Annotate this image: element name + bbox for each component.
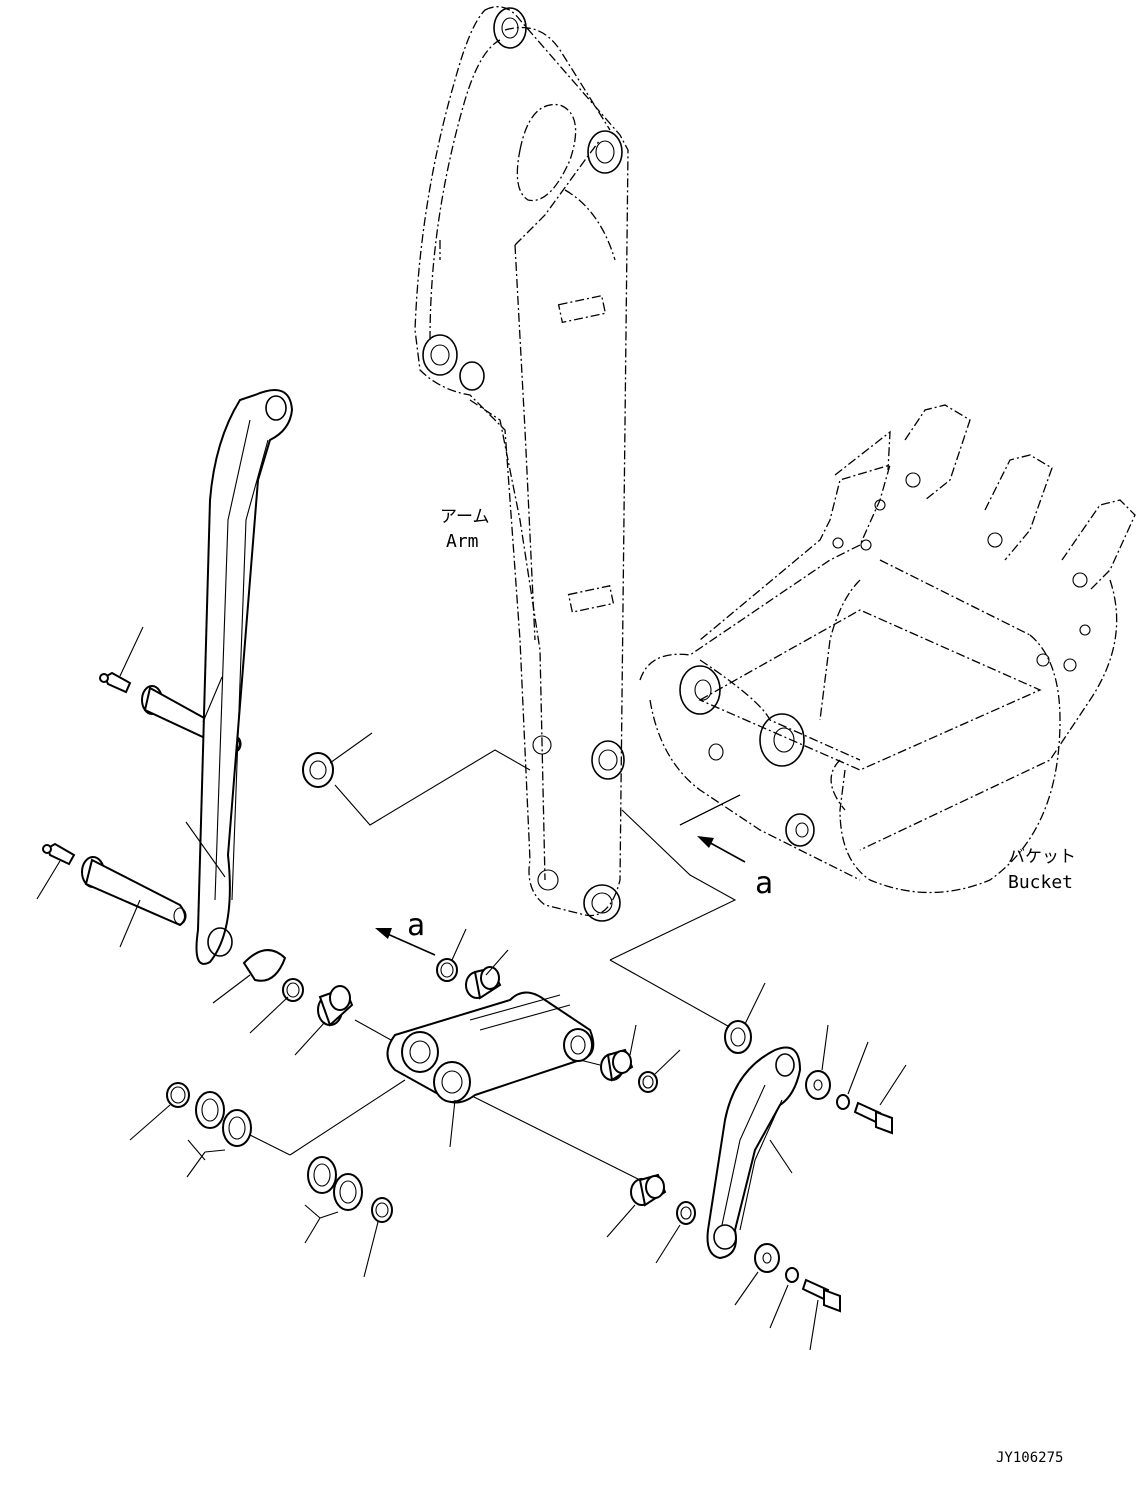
bucket-label-en: Bucket	[1008, 872, 1073, 893]
seal-ring-left	[282, 978, 304, 1002]
ring-left-a	[166, 1082, 190, 1108]
ring-left-b	[371, 1197, 393, 1223]
shim-upper	[302, 752, 334, 788]
pin-lower	[81, 856, 187, 927]
bushing-left	[317, 985, 354, 1027]
view-label-left: a	[407, 908, 425, 943]
washer-lower	[754, 1243, 780, 1273]
view-label-right: a	[755, 866, 773, 901]
link-left	[195, 389, 294, 965]
shim-left-c	[307, 1156, 337, 1194]
seal-ring-upper	[436, 958, 458, 982]
grease-fitting-upper	[99, 671, 132, 694]
bushing-right	[600, 1048, 634, 1082]
small-parts	[166, 752, 893, 1313]
shim-left-d	[333, 1173, 363, 1211]
arm-label-en: Arm	[446, 531, 479, 552]
shim-left-a	[195, 1091, 225, 1129]
cover-plate	[242, 949, 287, 982]
arm-label-jp: アーム	[440, 507, 489, 527]
seal-ring-right	[638, 1071, 658, 1093]
bolt-upper	[853, 1101, 893, 1135]
bucket-label-jp: バケット	[1008, 847, 1076, 867]
link-right	[706, 1046, 802, 1260]
lock-washer-lower	[785, 1267, 799, 1283]
arrow-head-right-icon	[697, 836, 714, 848]
view-arrows	[375, 836, 746, 956]
shim-left-b	[222, 1109, 252, 1147]
bolt-lower	[801, 1278, 841, 1313]
drawing-number: JY106275	[996, 1450, 1063, 1466]
arm-outline	[414, 6, 629, 922]
bushing-upper	[465, 966, 502, 1000]
lock-washer-upper	[836, 1094, 850, 1110]
arrow-head-left-icon	[375, 928, 392, 939]
bucket-outline	[639, 404, 1136, 894]
center-link	[386, 991, 595, 1104]
callout-leaders	[36, 626, 907, 1351]
shim-right	[724, 1020, 752, 1054]
washer-upper	[805, 1070, 831, 1100]
bushing-bottom	[630, 1173, 667, 1207]
arm-top-boss-ring	[493, 7, 527, 49]
seal-ring-bottom	[676, 1201, 696, 1225]
grease-fitting-lower	[42, 842, 76, 866]
